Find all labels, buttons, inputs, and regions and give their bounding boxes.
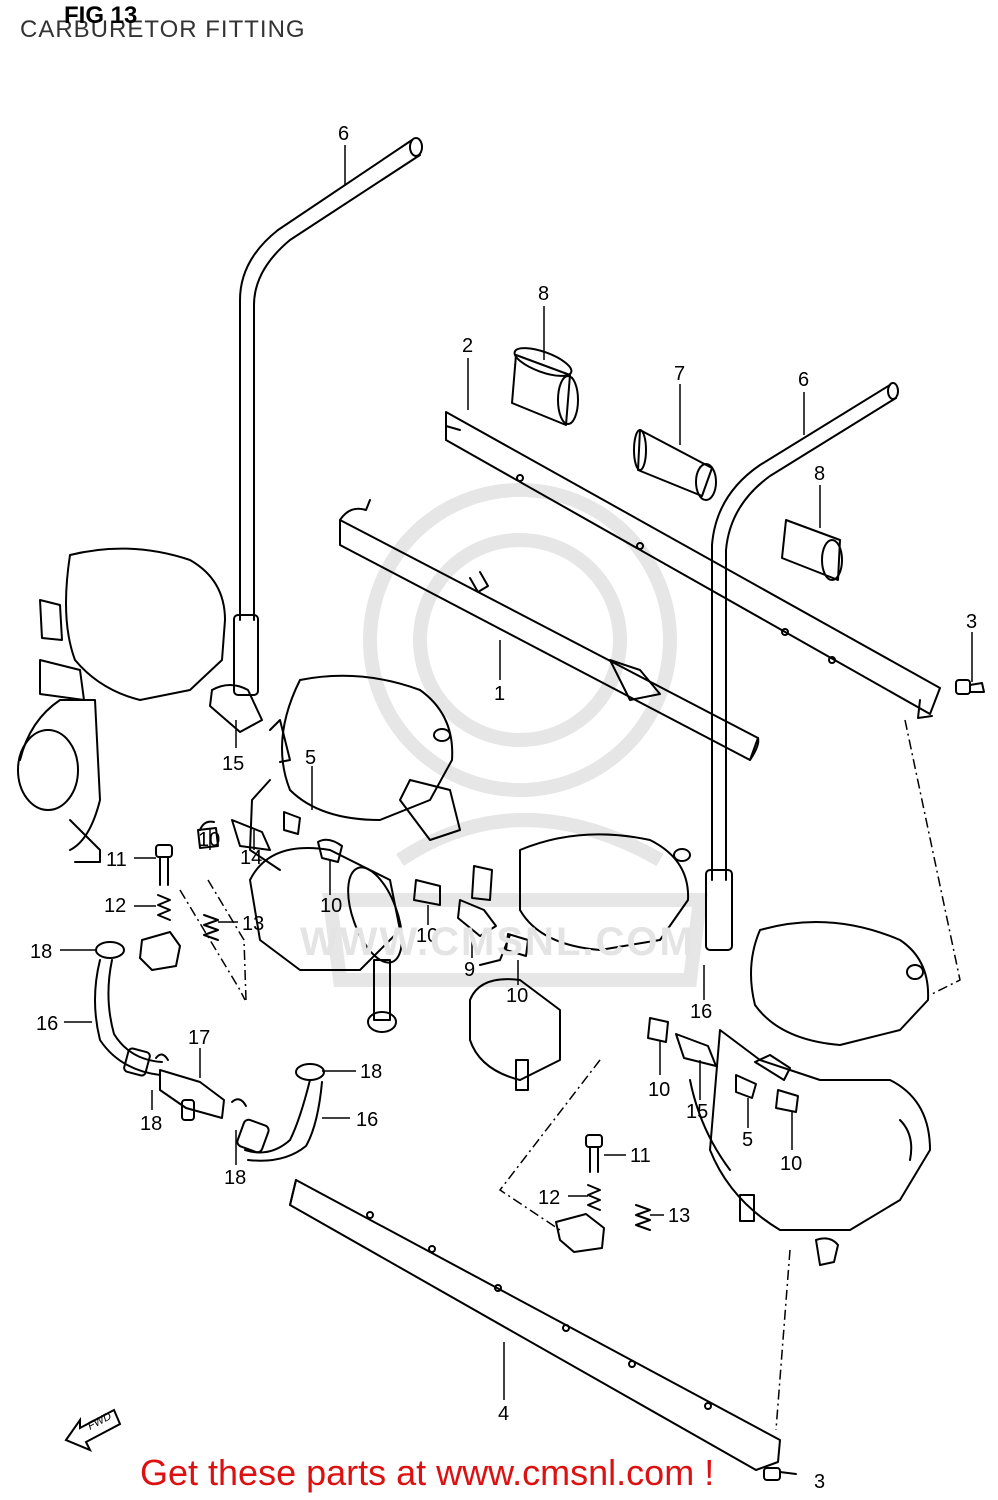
leader-lines	[60, 145, 973, 1400]
bracket-upper	[445, 411, 941, 719]
callout-16-middle: 16	[356, 1109, 378, 1131]
holder-left	[139, 931, 181, 971]
bolt-top-right	[955, 679, 985, 695]
callout-18-b: 18	[360, 1061, 382, 1083]
callout-3-bottom: 3	[814, 1471, 825, 1493]
fittings-center	[413, 865, 529, 957]
rubber-cap-top	[511, 347, 579, 426]
rubber-cap-right	[781, 519, 843, 581]
vent-pipe-right	[705, 382, 899, 951]
bracket-middle	[339, 499, 760, 761]
callout-18-c: 18	[140, 1113, 162, 1135]
callout-10-d: 10	[506, 985, 528, 1007]
callout-2: 2	[462, 335, 473, 357]
watermark-emblem	[322, 483, 708, 987]
screw-11-right	[585, 1134, 603, 1173]
callout-10-a: 10	[198, 829, 220, 851]
parts-line-art	[17, 137, 985, 1481]
callout-8-right: 8	[814, 463, 825, 485]
callout-7: 7	[674, 363, 685, 385]
callout-18-d: 18	[224, 1167, 246, 1189]
callout-12-right: 12	[538, 1187, 560, 1209]
callout-4: 4	[498, 1403, 509, 1425]
callout-15-right: 15	[686, 1101, 708, 1123]
spring-13-left	[203, 914, 219, 941]
callout-10-c: 10	[416, 925, 438, 947]
callout-13-left: 13	[242, 913, 264, 935]
callout-6-left: 6	[338, 123, 349, 145]
callout-5-right: 5	[742, 1129, 753, 1151]
callout-10-f: 10	[780, 1153, 802, 1175]
clip-18-left	[155, 1053, 169, 1061]
clip-18-lower	[231, 1098, 247, 1107]
bracket-lower	[289, 1179, 781, 1471]
callout-11-right: 11	[630, 1145, 651, 1167]
callout-9: 9	[464, 959, 475, 981]
hose-middle	[236, 1079, 323, 1162]
hose-joint	[159, 1069, 225, 1121]
callout-1: 1	[494, 683, 505, 705]
screw-11-left	[155, 844, 173, 886]
callout-11-left: 11	[106, 849, 127, 871]
hose-left	[94, 959, 163, 1077]
callout-labels: 1 2 3 3 4 5 5 6 6 7 8 8 9 10 10 10 10 10…	[30, 123, 977, 1493]
callout-10-b: 10	[320, 895, 342, 917]
spring-12-left	[157, 894, 171, 921]
callout-16-left: 16	[36, 1013, 58, 1035]
spring-13-right	[635, 1204, 651, 1231]
watermark-text: WWW.CMSNL.COM	[300, 920, 695, 964]
callout-17: 17	[188, 1027, 210, 1049]
holder-right	[555, 1213, 605, 1253]
carburetor-1	[17, 547, 226, 863]
callout-15-left: 15	[222, 753, 244, 775]
figure-subtitle: CARBURETOR FITTING	[20, 16, 306, 43]
spring-12-right	[587, 1184, 601, 1211]
callout-13-right: 13	[668, 1205, 690, 1227]
carburetor-4	[689, 921, 931, 1266]
clip-18-mid	[295, 1063, 325, 1081]
vent-pipe-left	[209, 137, 423, 733]
callout-10-e: 10	[648, 1079, 670, 1101]
callout-16-right: 16	[690, 1001, 712, 1023]
callout-5-left: 5	[305, 747, 316, 769]
fittings-right-carb	[647, 1017, 799, 1113]
footer-link[interactable]: Get these parts at www.cmsnl.com !	[140, 1452, 715, 1493]
callout-14: 14	[240, 847, 262, 869]
clip-18-top	[95, 941, 125, 959]
callout-18-a: 18	[30, 941, 52, 963]
rubber-cap-middle	[633, 429, 717, 501]
callout-6-right: 6	[798, 369, 809, 391]
callout-8-top: 8	[538, 283, 549, 305]
forward-arrow-icon: FWD	[64, 1408, 122, 1452]
callout-3-top: 3	[966, 611, 977, 633]
assembly-lines	[179, 719, 961, 1431]
callout-12-left: 12	[104, 895, 126, 917]
fittings-left-carb	[197, 811, 343, 863]
bolt-bottom	[763, 1467, 797, 1481]
carburetor-2	[249, 674, 461, 1033]
figure-title: FIG 13	[64, 2, 138, 29]
